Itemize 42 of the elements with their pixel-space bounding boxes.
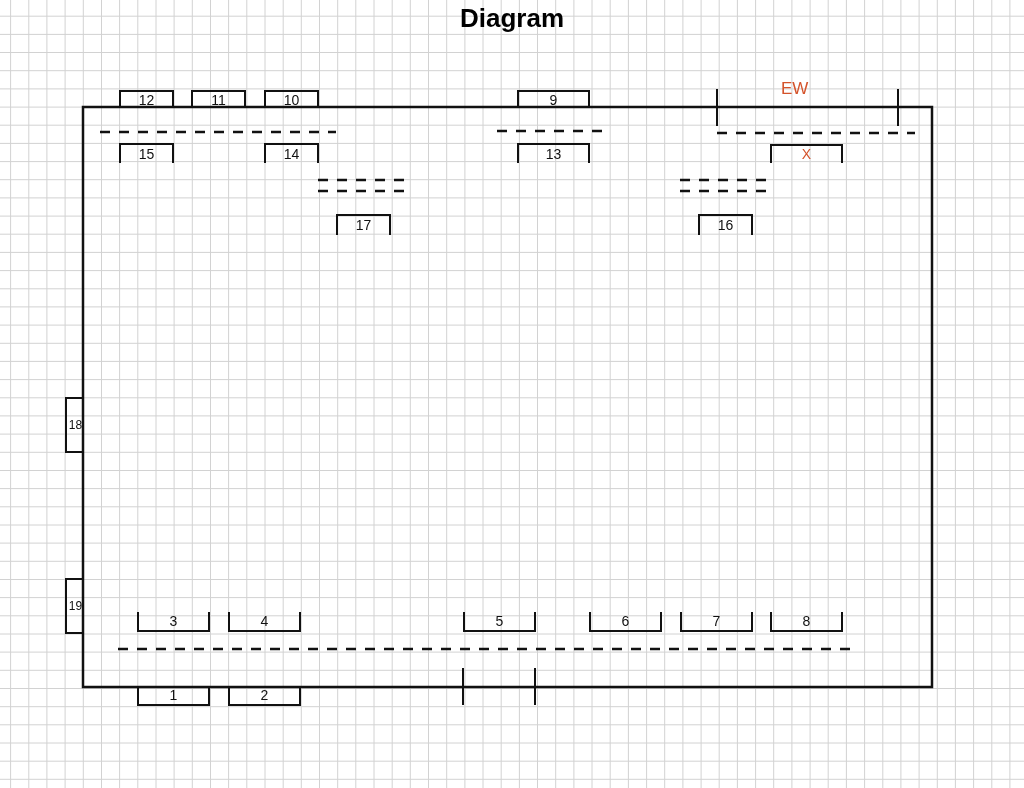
bracket-number: 16 [717, 218, 734, 233]
numbered-bracket [589, 612, 662, 632]
numbered-bracket [336, 214, 391, 235]
bracket-number: 6 [621, 613, 630, 629]
numbered-bracket [65, 397, 84, 453]
bracket-number: 8 [802, 613, 811, 629]
zone-label: EW [781, 80, 809, 98]
bracket-number: 4 [260, 613, 269, 629]
numbered-bracket [65, 578, 84, 634]
numbered-bracket [119, 143, 174, 163]
numbered-bracket [137, 612, 210, 632]
numbered-bracket [137, 687, 210, 706]
bracket-number: 7 [712, 613, 721, 629]
numbered-bracket [228, 687, 301, 706]
numbered-bracket [517, 143, 590, 163]
bracket-number: 13 [545, 146, 562, 162]
bracket-number: 1 [169, 688, 178, 703]
numbered-bracket [517, 90, 590, 108]
numbered-bracket [770, 612, 843, 632]
bracket-number: 12 [138, 92, 155, 108]
bracket-number: 17 [355, 218, 372, 233]
numbered-bracket [770, 144, 843, 163]
bracket-number: 9 [549, 92, 558, 108]
bracket-number: 2 [260, 688, 269, 703]
numbered-bracket [264, 90, 319, 108]
bracket-number: 14 [283, 146, 300, 162]
bracket-number: 5 [495, 613, 504, 629]
numbered-bracket [264, 143, 319, 163]
bracket-number: 3 [169, 613, 178, 629]
numbered-bracket [228, 612, 301, 632]
title: Diagram [459, 2, 564, 34]
bracket-number: 11 [211, 92, 226, 108]
bracket-number: 15 [138, 146, 155, 162]
bracket-number: 10 [283, 92, 300, 108]
bracket-number: 19 [68, 598, 83, 614]
numbered-bracket [463, 612, 536, 632]
bracket-number: 18 [68, 417, 83, 433]
numbered-bracket [698, 214, 753, 235]
bracket-number: X [801, 147, 812, 162]
numbered-bracket [680, 612, 753, 632]
numbered-bracket [119, 90, 174, 108]
numbered-bracket [191, 90, 246, 108]
